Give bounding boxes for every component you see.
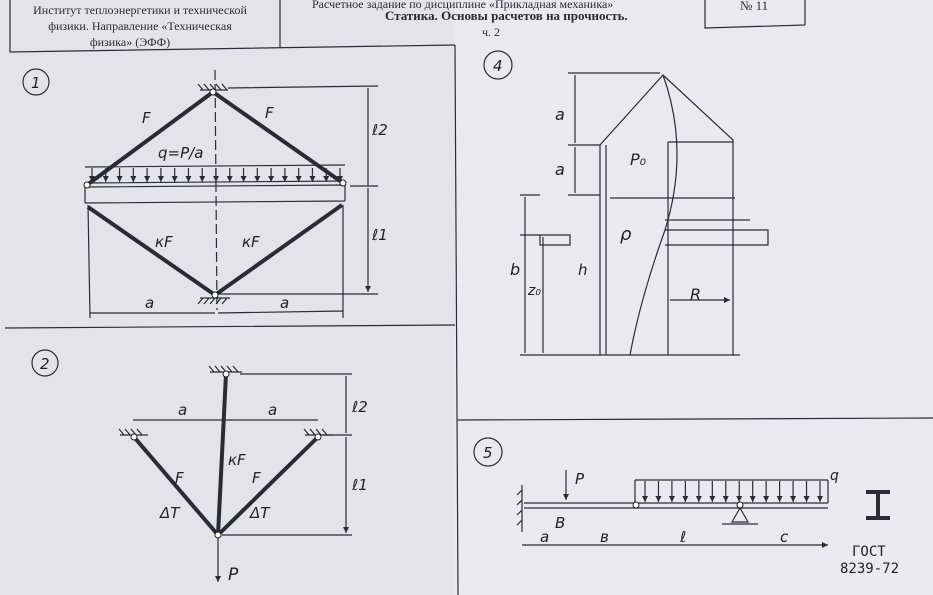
label-l: ℓ	[679, 528, 686, 546]
problem-4-number: 4	[493, 57, 503, 75]
rods-kF	[86, 203, 344, 297]
label-rho: ρ	[620, 224, 632, 245]
label-c: c	[780, 528, 789, 546]
label-kF-right: кF	[242, 233, 260, 251]
label-load: q=P/a	[158, 144, 203, 162]
problem-5-number: 5	[483, 444, 493, 462]
label-P: P	[228, 565, 239, 585]
label-dT-right: ΔT	[249, 504, 271, 522]
institute-line1: Институт теплоэнергетики и технической	[33, 3, 247, 17]
label-a-right: a	[280, 294, 289, 312]
label-p0: P₀	[630, 150, 647, 169]
institute-line2: физики. Направление «Техническая	[48, 19, 232, 33]
label-q: q	[830, 468, 839, 484]
label-l1: ℓ1	[371, 226, 388, 244]
label-R: R	[690, 285, 701, 304]
label-F-left: F	[142, 109, 151, 127]
paper-right	[455, 0, 933, 595]
panel-dividers	[4, 44, 933, 595]
header-table: Институт теплоэнергетики и технической ф…	[9, 0, 806, 53]
part-label: ч. 2	[482, 25, 500, 39]
label-a-mid: a	[555, 160, 565, 179]
label-F-right: F	[252, 469, 261, 487]
institute-line3: физика» (ЭФФ)	[90, 35, 170, 49]
label-F-left: F	[175, 469, 184, 487]
label-l2: ℓ2	[371, 121, 388, 139]
label-gost: ГОСТ	[852, 544, 886, 560]
label-B: B	[555, 514, 565, 532]
label-dT-left: ΔT	[159, 504, 181, 522]
problem-4: 4 a a P₀ ρ b z₀ h R	[483, 50, 769, 356]
label-kF: кF	[228, 451, 246, 469]
problem-1-number: 1	[31, 74, 41, 92]
problem-2: 2 a a ℓ2 ℓ1 кF F F ΔT ΔT P	[31, 349, 368, 585]
variant-number: № 11	[740, 0, 768, 13]
label-l1: ℓ1	[351, 476, 368, 494]
topic-title: Статика. Основы расчетов на прочность.	[385, 8, 628, 23]
label-kF-left: кF	[155, 233, 173, 251]
label-a-right: a	[268, 401, 277, 419]
label-F-right: F	[265, 104, 274, 122]
label-b: b	[510, 260, 520, 279]
label-l2: ℓ2	[351, 398, 368, 416]
label-a-left: a	[178, 401, 187, 419]
assignment-title: Расчетное задание по дисциплине «Приклад…	[312, 0, 613, 11]
problem-5: 5 P q B a в ℓ c ГОСТ 8239-72	[473, 437, 899, 577]
label-a-top: a	[555, 105, 565, 124]
problem-1: 1 F F q=P/a кF кF a a ℓ2 ℓ1	[22, 68, 388, 319]
label-P: P	[575, 470, 585, 488]
rods-F	[85, 90, 345, 187]
label-b: в	[600, 528, 609, 546]
label-a-left: a	[145, 294, 154, 312]
problem-2-number: 2	[40, 355, 50, 373]
label-gost-number: 8239-72	[840, 561, 899, 577]
label-z0: z₀	[527, 283, 541, 299]
beam	[84, 164, 346, 204]
label-h: h	[578, 261, 588, 279]
label-a: a	[540, 528, 549, 546]
